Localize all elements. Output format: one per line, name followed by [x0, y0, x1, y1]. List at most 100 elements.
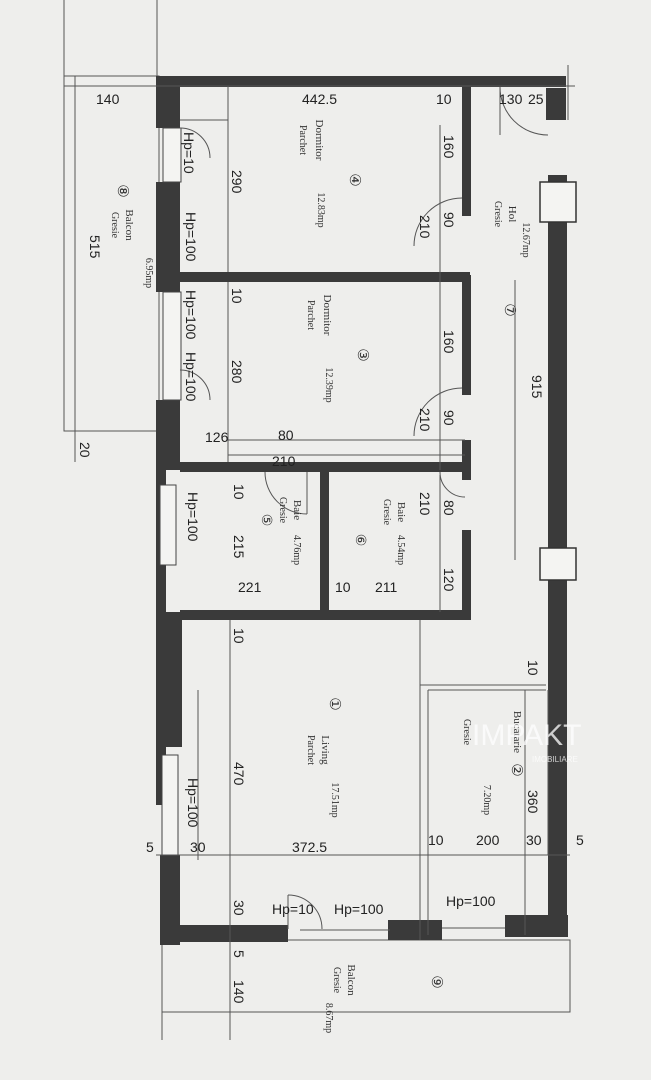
dim-10-d: 10 — [335, 579, 351, 595]
dimension-lines — [64, 65, 575, 860]
room-label-bucatarie-2: ② Bucatarie Gresie 7.20mp — [461, 711, 524, 815]
dim-160-b: 160 — [441, 330, 457, 354]
room-name: Baie — [291, 500, 303, 520]
dim-90-b: 90 — [441, 410, 457, 426]
room-name: Dormitor — [313, 120, 325, 161]
dim-hp10-a: Hp=10 — [181, 132, 197, 174]
room-number: ④ — [346, 173, 362, 186]
dim-10-b: 10 — [229, 288, 245, 304]
room-floor: Gresie — [331, 967, 342, 994]
room-label-dormitor-3: ③ Dormitor Parchet 12.39mp — [305, 295, 370, 403]
dim-210-d: 210 — [417, 492, 433, 516]
dim-120: 120 — [441, 568, 457, 592]
dim-140-bottom: 140 — [231, 980, 247, 1004]
room-number: ⑨ — [428, 975, 444, 988]
room-floor: Gresie — [277, 497, 288, 524]
room-floor: Gresie — [381, 499, 392, 526]
dim-90-a: 90 — [441, 212, 457, 228]
dim-211: 211 — [375, 579, 398, 595]
room-label-balcon-8: ⑧ Balcon Gresie 6.95mp — [109, 184, 154, 288]
room-number: ⑦ — [501, 303, 517, 316]
dim-5-a: 5 — [146, 839, 154, 855]
room-area: 4.76mp — [291, 535, 302, 565]
dim-20: 20 — [77, 442, 93, 458]
room-number: ③ — [354, 348, 370, 361]
room-label-baie-5: ⑤ Baie Gresie 4.76mp — [258, 497, 303, 565]
dim-130: 130 — [499, 91, 523, 107]
room-name: Balcon — [345, 964, 357, 996]
dim-hp100-b: Hp=100 — [183, 290, 199, 340]
dim-210-c: 210 — [272, 453, 296, 469]
room-label-dormitor-4: ④ Dormitor Parchet 12.83mp — [297, 120, 362, 228]
room-name: Baie — [395, 502, 407, 522]
dim-200: 200 — [476, 832, 500, 848]
dim-360: 360 — [525, 790, 541, 814]
room-floor: Gresie — [461, 719, 472, 746]
room-floor: Gresie — [109, 212, 120, 239]
dim-372-5: 372.5 — [292, 839, 327, 855]
dim-80-b: 80 — [441, 500, 457, 516]
room-floor: Parchet — [297, 125, 308, 155]
room-label-baie-6: ⑥ Baie Gresie 4.54mp — [352, 499, 407, 565]
dim-hp100-bottom-a: Hp=100 — [334, 901, 384, 917]
door-swings — [179, 86, 549, 931]
dim-5-b: 5 — [576, 832, 584, 848]
dim-290: 290 — [229, 170, 245, 194]
dim-221: 221 — [238, 579, 262, 595]
dim-hp100-a: Hp=100 — [183, 212, 199, 262]
interior-lines — [156, 86, 570, 1040]
room-label-living-1: ① Living Parchet 17.51mp — [305, 697, 342, 817]
windows — [159, 127, 577, 856]
dim-25: 25 — [528, 91, 544, 107]
dim-10-e: 10 — [231, 628, 247, 644]
room-area: 4.54mp — [395, 535, 406, 565]
dim-210-a: 210 — [417, 215, 433, 239]
balcony-bottom-outline — [161, 939, 571, 1040]
dim-140-top: 140 — [96, 91, 120, 107]
room-name: Hol — [506, 206, 518, 223]
room-number: ⑥ — [352, 534, 367, 547]
dim-126: 126 — [205, 429, 229, 445]
dim-hp100-d: Hp=100 — [185, 492, 201, 542]
dim-470: 470 — [231, 762, 247, 786]
room-floor: Parchet — [305, 300, 316, 330]
dim-10-c: 10 — [231, 484, 247, 500]
room-floor: Gresie — [492, 201, 503, 228]
room-area: 8.67mp — [323, 1003, 334, 1033]
room-area: 12.39mp — [323, 367, 334, 402]
dim-10-top: 10 — [436, 91, 452, 107]
dim-hp10-bottom: Hp=10 — [272, 901, 314, 917]
dim-280: 280 — [229, 360, 245, 384]
dim-5-c: 5 — [231, 950, 247, 958]
dim-30-b: 30 — [526, 832, 542, 848]
room-label-balcon-9: ⑨ Balcon Gresie 8.67mp — [323, 964, 444, 1033]
dim-210-b: 210 — [417, 408, 433, 432]
dim-hp100-c: Hp=100 — [183, 352, 199, 402]
room-area: 12.83mp — [315, 192, 326, 227]
dim-hp100-bottom-b: Hp=100 — [446, 893, 496, 909]
room-area: 7.20mp — [481, 785, 492, 815]
dim-442-5: 442.5 — [302, 91, 337, 107]
room-floor: Parchet — [305, 735, 316, 765]
room-number: ① — [326, 697, 342, 710]
dim-10-g: 10 — [428, 832, 444, 848]
watermark-logo: IMPAKT IMOBILIARE — [472, 719, 581, 764]
watermark-sub: IMOBILIARE — [532, 755, 578, 764]
dim-10-f: 10 — [525, 660, 541, 676]
room-area: 17.51mp — [329, 782, 340, 817]
room-number: ② — [508, 763, 524, 776]
room-number: ⑤ — [258, 514, 273, 527]
dim-30-c: 30 — [231, 900, 247, 916]
room-label-hol-7: ⑦ Hol Gresie 12.67mp — [492, 201, 531, 317]
dim-hp100-e: Hp=100 — [185, 778, 201, 828]
dim-215: 215 — [231, 535, 247, 559]
dim-160-a: 160 — [441, 135, 457, 159]
room-number: ⑧ — [114, 184, 130, 197]
room-name: Balcon — [123, 209, 135, 241]
interior-walls — [166, 86, 471, 747]
dim-30-a: 30 — [190, 839, 206, 855]
dim-915: 915 — [529, 375, 545, 399]
room-name: Living — [319, 735, 331, 765]
dim-515: 515 — [87, 235, 103, 259]
